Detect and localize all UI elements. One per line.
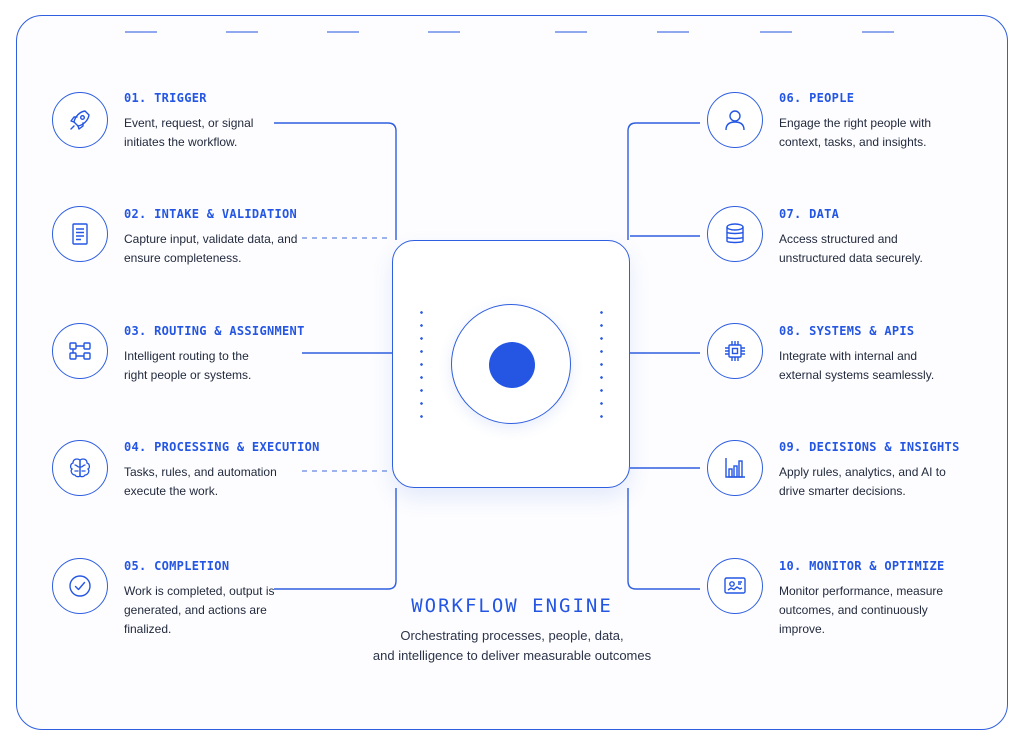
step-description: Event, request, or signal initiates the …	[124, 116, 254, 149]
decorative-dash	[862, 31, 894, 33]
step-data: 07. DATA Access structured and unstructu…	[779, 207, 979, 268]
step-intake-validation: 02. INTAKE & VALIDATION Capture input, v…	[124, 207, 324, 268]
check-circle-icon	[52, 558, 108, 614]
person-icon	[707, 92, 763, 148]
workflow-engine-node	[392, 240, 630, 488]
database-icon	[707, 206, 763, 262]
dotted-divider-right	[600, 306, 603, 426]
bar-chart-icon	[707, 440, 763, 496]
step-decisions-insights: 09. DECISIONS & INSIGHTS Apply rules, an…	[779, 440, 979, 501]
engine-ring	[451, 304, 571, 424]
step-description: Integrate with internal and external sys…	[779, 349, 935, 382]
rocket-icon	[52, 92, 108, 148]
routing-icon	[52, 323, 108, 379]
connector-completion	[274, 488, 397, 590]
step-title: 07. DATA	[779, 207, 840, 221]
step-description: Intelligent routing to the right people …	[124, 349, 252, 382]
step-title: 03. ROUTING & ASSIGNMENT	[124, 324, 305, 338]
step-description: Monitor performance, measure outcomes, a…	[779, 584, 944, 636]
step-title: 04. PROCESSING & EXECUTION	[124, 440, 320, 454]
step-title: 08. SYSTEMS & APIS	[779, 324, 915, 338]
chip-icon	[707, 323, 763, 379]
step-title: 06. PEOPLE	[779, 91, 855, 105]
step-title: 01. TRIGGER	[124, 91, 207, 105]
engine-subtitle-line: Orchestrating processes, people, data,	[400, 628, 624, 643]
step-title: 10. MONITOR & OPTIMIZE	[779, 559, 945, 573]
document-icon	[52, 206, 108, 262]
decorative-dash	[327, 31, 359, 33]
brain-icon	[52, 440, 108, 496]
step-description: Apply rules, analytics, and AI to drive …	[779, 465, 946, 498]
step-systems-apis: 08. SYSTEMS & APIS Integrate with intern…	[779, 324, 979, 385]
step-description: Access structured and unstructured data …	[779, 232, 923, 265]
step-completion: 05. COMPLETION Work is completed, output…	[124, 559, 324, 639]
decorative-dash	[555, 31, 587, 33]
step-description: Capture input, validate data, and ensure…	[124, 232, 298, 265]
monitor-icon	[707, 558, 763, 614]
connector-trigger	[274, 122, 397, 240]
engine-core-dot	[489, 342, 535, 388]
step-routing-assignment: 03. ROUTING & ASSIGNMENT Intelligent rou…	[124, 324, 324, 385]
step-title: 02. INTAKE & VALIDATION	[124, 207, 298, 221]
decorative-dash	[125, 31, 157, 33]
engine-subtitle-line: and intelligence to deliver measurable o…	[372, 648, 652, 663]
connector-people	[627, 122, 700, 240]
step-description: Tasks, rules, and automation execute the…	[124, 465, 277, 498]
decorative-dash	[226, 31, 258, 33]
engine-title: WORKFLOW ENGINE	[411, 595, 613, 617]
decorative-dash	[428, 31, 460, 33]
decorative-dash	[760, 31, 792, 33]
step-description: Work is completed, output is generated, …	[124, 584, 275, 636]
dotted-divider-left	[420, 306, 423, 426]
step-monitor-optimize: 10. MONITOR & OPTIMIZE Monitor performan…	[779, 559, 979, 639]
step-processing-execution: 04. PROCESSING & EXECUTION Tasks, rules,…	[124, 440, 324, 501]
decorative-dash	[657, 31, 689, 33]
step-title: 09. DECISIONS & INSIGHTS	[779, 440, 960, 454]
step-people: 06. PEOPLE Engage the right people with …	[779, 91, 979, 152]
engine-subtitle: Orchestrating processes, people, data, a…	[0, 626, 1024, 666]
step-trigger: 01. TRIGGER Event, request, or signal in…	[124, 91, 324, 152]
step-title: 05. COMPLETION	[124, 559, 230, 573]
connector-monitor	[627, 488, 700, 590]
step-description: Engage the right people with context, ta…	[779, 116, 932, 149]
